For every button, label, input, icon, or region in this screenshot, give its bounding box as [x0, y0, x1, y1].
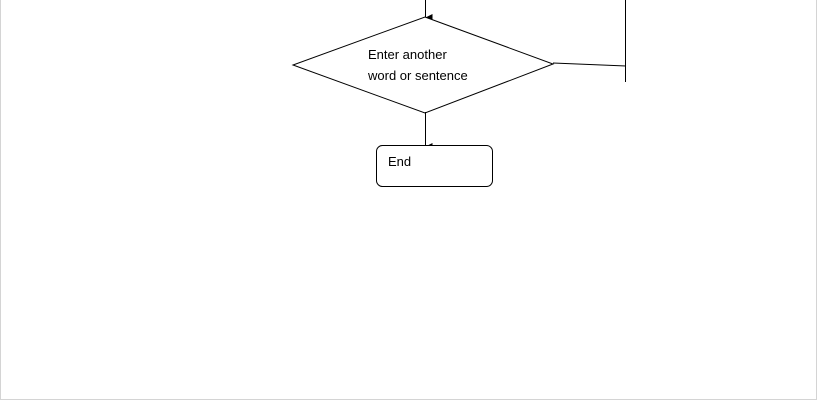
connector-right: [552, 62, 627, 67]
end-box: [376, 145, 493, 187]
decision-label-line2: word or sentence: [368, 68, 468, 83]
end-label: End: [388, 154, 412, 169]
decision-label: Enter another word or sentence: [368, 44, 518, 86]
decision-label-line1: Enter another: [368, 47, 447, 62]
